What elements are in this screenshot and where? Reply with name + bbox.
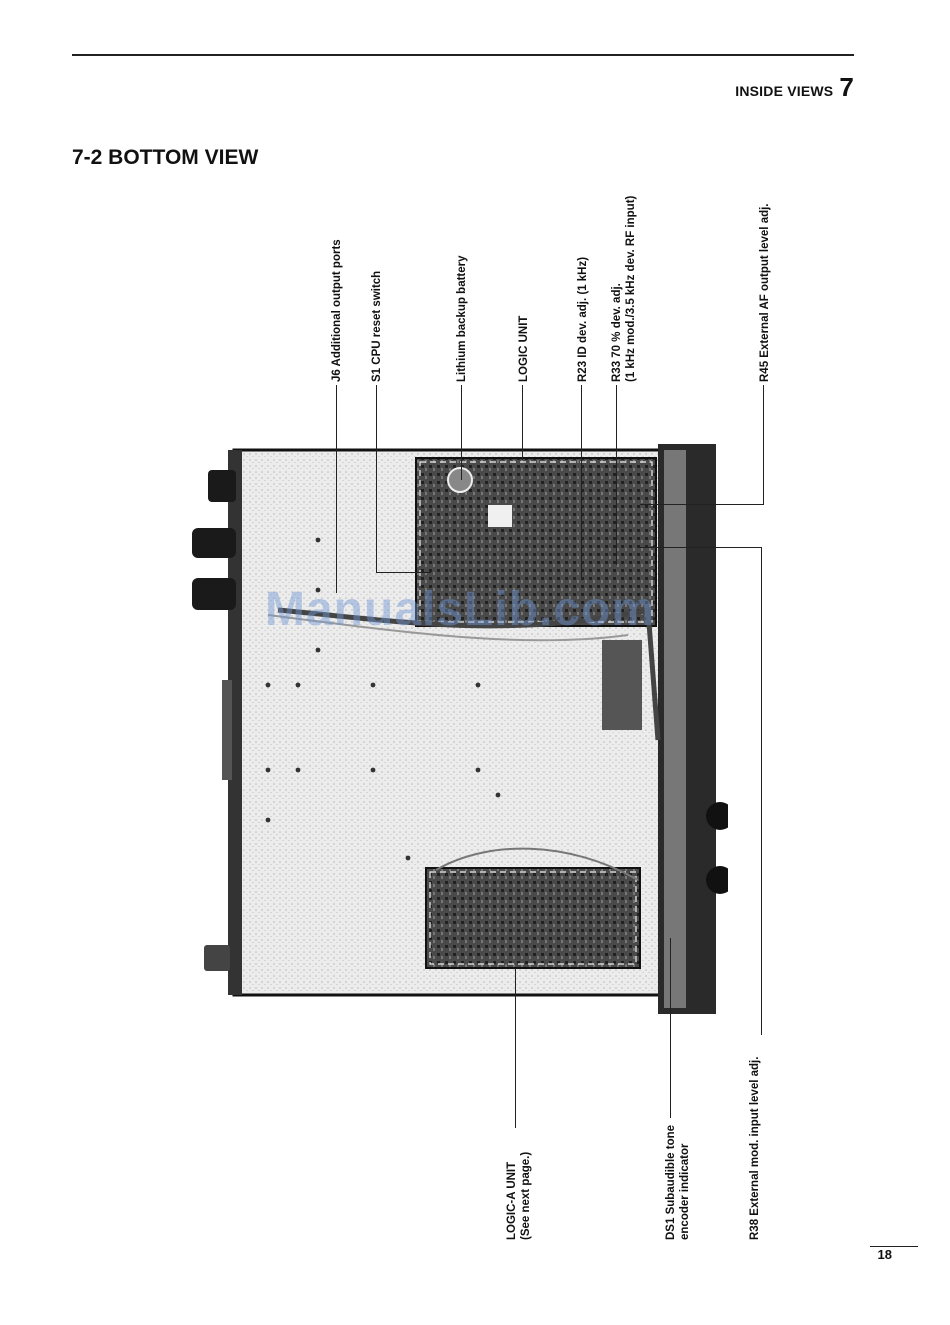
label-r45-external-af-output-level-adj: R45 External AF output level adj.	[759, 203, 771, 382]
front-knob-1	[706, 802, 728, 830]
leader-r45	[763, 385, 764, 505]
label-r33-dev-adj: R33 70 % dev. adj.(1 kHz mod./3.5 kHz de…	[611, 195, 637, 382]
leader-j6	[336, 385, 337, 593]
label-logic-a-unit: LOGIC-A UNIT(See next page.)	[506, 1151, 532, 1240]
rear-connector-3	[192, 578, 236, 610]
label-r23-id-dev-adj: R23 ID dev. adj. (1 kHz)	[577, 256, 589, 382]
page-number: 18	[877, 1247, 892, 1262]
logic-a-unit-board	[425, 867, 641, 969]
page-title: 7-2 BOTTOM VIEW	[72, 146, 259, 169]
rear-handle	[222, 680, 232, 780]
logic-chip	[488, 505, 512, 527]
leader-r33	[616, 385, 617, 565]
leader-r23	[581, 385, 582, 580]
label-logic-unit: LOGIC UNIT	[518, 315, 530, 382]
label-r38-external-mod-input-level-adj: R38 External mod. input level adj.	[749, 1056, 761, 1240]
leader-logic-unit	[522, 385, 523, 460]
front-knob-2	[706, 866, 728, 894]
leader-r38	[761, 547, 762, 1035]
rear-connector-1	[208, 470, 236, 502]
wiring-loop	[435, 847, 639, 881]
rear-connector-2	[192, 528, 236, 558]
connector-block	[602, 640, 642, 730]
section-number: 7	[839, 72, 854, 102]
label-lithium-backup-battery: Lithium backup battery	[456, 255, 468, 382]
label-j6-additional-output-ports: J6 Additional output ports	[331, 239, 343, 382]
wiring-harness-2	[267, 614, 629, 642]
logic-a-unit-outline	[429, 871, 637, 965]
front-panel-inner	[664, 450, 686, 1008]
logic-unit-outline	[419, 461, 653, 623]
leader-s1	[376, 385, 377, 573]
page-number-rule	[870, 1246, 918, 1247]
bottom-view-photo	[192, 444, 728, 1014]
rear-terminal	[204, 945, 230, 971]
screws	[265, 537, 501, 861]
leader-r45-h	[640, 504, 764, 505]
header-rule	[72, 54, 854, 56]
lithium-battery	[447, 467, 473, 493]
leader-s1-h	[376, 572, 431, 573]
leader-battery	[461, 385, 462, 480]
leader-ds1	[670, 938, 671, 1118]
label-s1-cpu-reset-switch: S1 CPU reset switch	[371, 270, 383, 382]
section-label: INSIDE VIEWS	[735, 83, 834, 99]
leader-r38-h	[640, 547, 762, 548]
section-header: INSIDE VIEWS 7	[735, 72, 854, 103]
watermark: ManualsLib.com	[265, 583, 656, 636]
leader-logic-a	[515, 968, 516, 1128]
wiring-harness	[277, 606, 661, 741]
